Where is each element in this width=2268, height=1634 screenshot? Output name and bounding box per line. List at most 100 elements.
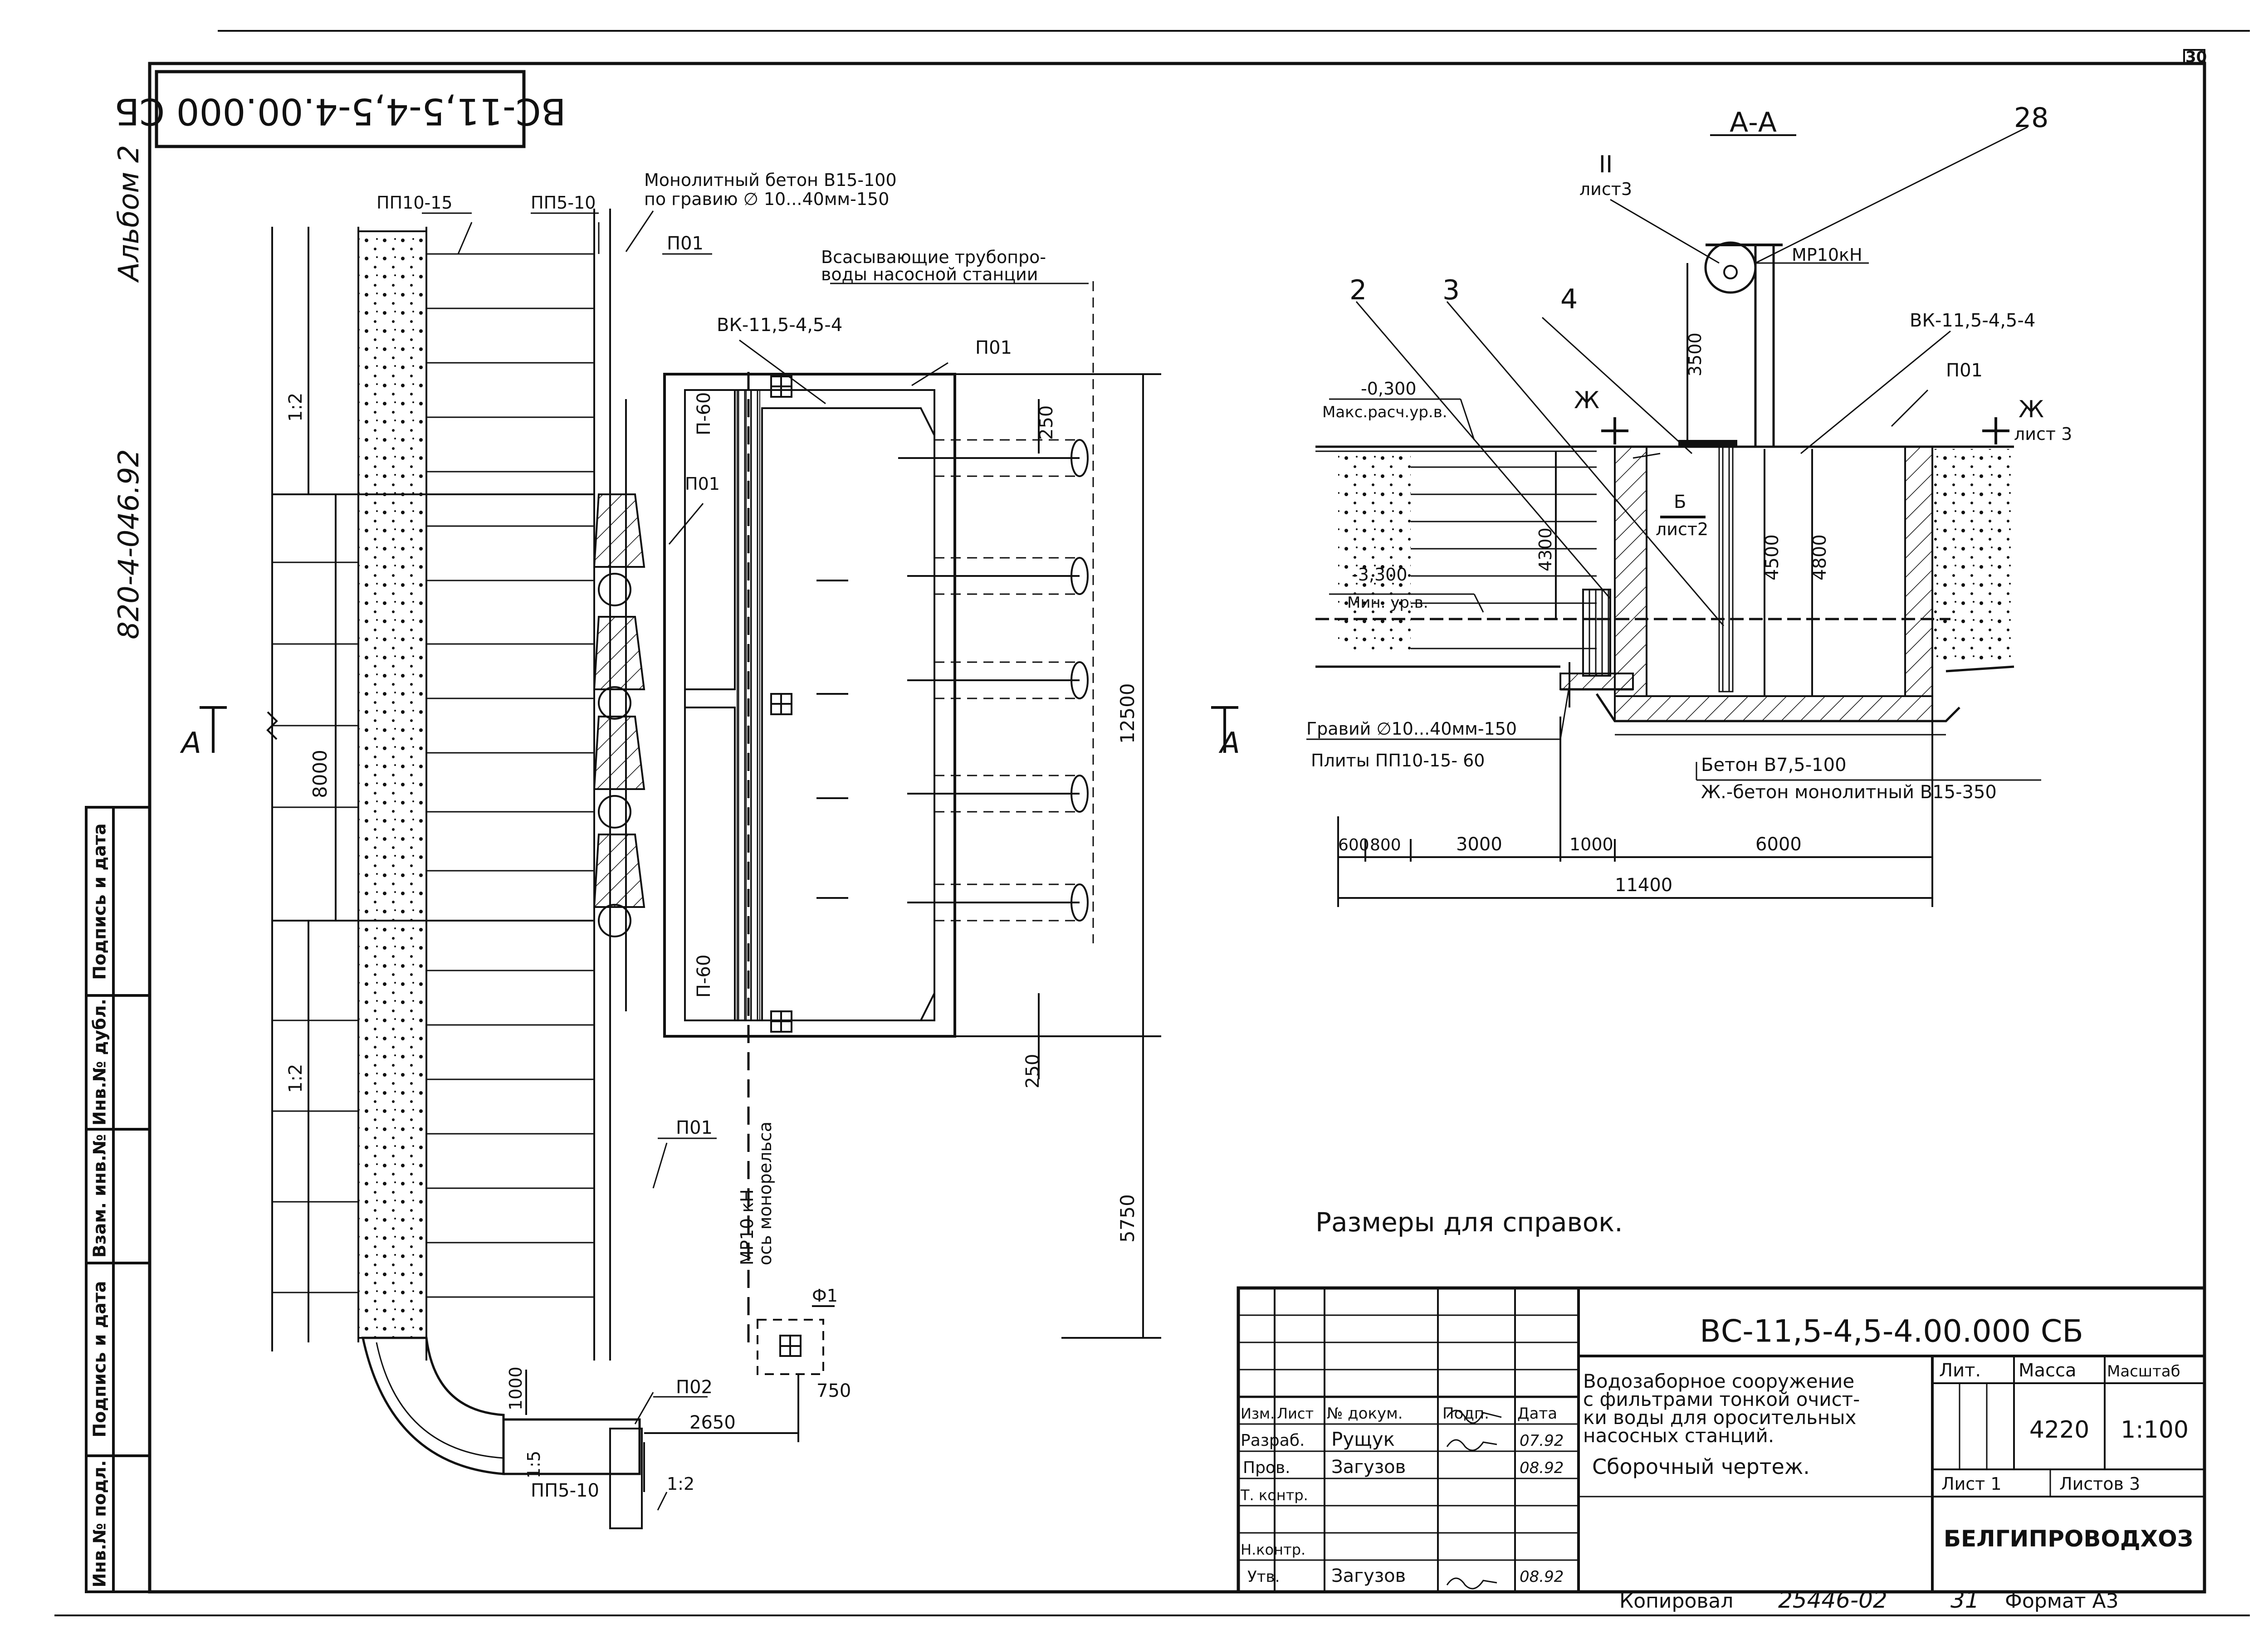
section-dim-3000: 3000 <box>1456 834 1502 855</box>
reference-note: Размеры для справок. <box>1315 1207 1623 1238</box>
album-label: Альбом 2 <box>112 145 145 283</box>
side-col-inv-dubl: Инв.№ дубл. <box>90 999 110 1126</box>
section-zh-right: Ж <box>2019 396 2044 423</box>
section-zh-left: Ж <box>1574 387 1599 414</box>
tb-name-3: ки воды для оросительных <box>1583 1406 1856 1429</box>
stamp-box: ВС-11,5-4,5-4.00.000 СБ <box>114 70 566 148</box>
section-level-max-value: -0,300 <box>1361 379 1417 399</box>
side-col-sign-date-1: Подпись и дата <box>90 823 110 980</box>
tb-name-1: Водозаборное сооружение <box>1583 1370 1854 1392</box>
section-dim-4300: 4300 <box>1535 527 1555 571</box>
section-level-min-value: -3,300 <box>1352 565 1408 585</box>
monorail-post <box>1754 244 1775 448</box>
section-level-max-label: Макс.расч.ур.в. <box>1322 403 1447 421</box>
tb-date-3: 08.92 <box>1520 1568 1564 1586</box>
copy-number: 25446-02 <box>1778 1587 1887 1613</box>
plan-label-p01-bottom: П01 <box>676 1117 713 1138</box>
plan-label-monolith-2: по гравию ∅ 10...40мм-150 <box>644 189 889 209</box>
suction-pipes <box>898 457 1080 903</box>
section-title: А-А <box>1730 107 1777 138</box>
plan-slope-right: 1:2 <box>667 1474 694 1494</box>
tb-name-rushchuk: Рущук <box>1331 1428 1395 1450</box>
plan-label-pp5-10-bottom: ПП5-10 <box>531 1480 599 1501</box>
tb-sheet-label: Лист 1 <box>1941 1474 2002 1494</box>
soil-left <box>1338 451 1411 651</box>
tb-date-2: 08.92 <box>1520 1459 1564 1477</box>
tb-mass-label: Масса <box>2019 1360 2077 1381</box>
side-col-sign-date-2: Подпись и дата <box>90 1281 110 1437</box>
plan-dim-750: 750 <box>816 1380 851 1401</box>
plan-label-f1: Ф1 <box>812 1286 838 1306</box>
side-stamp-columns <box>85 806 151 1593</box>
inner-shaft <box>1718 446 1734 693</box>
section-leaders <box>1306 126 2041 781</box>
chamber-outline <box>761 407 935 1021</box>
section-zh-sheet: лист 3 <box>2014 424 2072 444</box>
plan-slope-bottom: 1:2 <box>285 1064 306 1093</box>
project-code: 820-4-046.92 <box>112 449 145 639</box>
section-callout-28: 28 <box>2014 102 2048 134</box>
section-callout-3: 3 <box>1442 274 1460 306</box>
plan-label-p01-mid: П01 <box>975 337 1012 358</box>
plan-section-mark-right: А <box>1218 727 1240 760</box>
soil-right <box>1932 449 2014 662</box>
section-cut-marks <box>200 706 1238 753</box>
tb-name-4: насосных станций. <box>1583 1424 1774 1447</box>
tb-name-zaguzov-1: Загузов <box>1331 1457 1406 1478</box>
tb-org: БЕЛГИПРОВОДХОЗ <box>1944 1526 2193 1552</box>
plan-leaders <box>422 210 1089 1511</box>
tb-row-tkontr: Т. контр. <box>1240 1487 1308 1504</box>
copied-label: Копировал <box>1619 1590 1733 1613</box>
plan-slope-pipe: 1:5 <box>524 1451 544 1478</box>
plan-label-monolith-1: Монолитный бетон В15-100 <box>644 170 897 190</box>
tb-hdr-date: Дата <box>1517 1405 1557 1423</box>
plan-label-pp5-10-top: ПП5-10 <box>531 193 596 213</box>
pipe-bend-inner <box>376 1342 504 1459</box>
plan-label-suction-2: воды насосной станции <box>821 264 1038 284</box>
section-zh-markers <box>1601 417 2009 518</box>
hatch-cover <box>1678 440 1737 447</box>
tb-scale-label: Масштаб <box>2107 1362 2180 1380</box>
tb-mass: 4220 <box>2029 1416 2089 1444</box>
plan-dim-1000: 1000 <box>506 1366 526 1410</box>
intake-screens <box>593 493 645 908</box>
chamber-wall-left <box>1614 446 1647 697</box>
plan-dim-12500: 12500 <box>1116 683 1139 744</box>
hoist-hook <box>1723 265 1738 279</box>
tb-row-utv: Утв. <box>1247 1568 1280 1586</box>
screen-connectors <box>598 573 631 937</box>
plan-label-suction-1: Всасывающие трубопро- <box>821 247 1046 267</box>
section-b-mark: Б <box>1674 492 1686 512</box>
filter-strip <box>737 390 747 1021</box>
plan-label-pp10-15: ПП10-15 <box>376 193 453 213</box>
gravel-strip <box>357 230 427 1339</box>
chamber-floor <box>1614 695 1933 722</box>
tb-designation: ВС-11,5-4,5-4.00.000 СБ <box>1700 1314 2083 1350</box>
filter-panel-bottom <box>684 707 736 1021</box>
page-number: 30 <box>2185 48 2207 66</box>
section-label-gravel: Гравий ∅10...40мм-150 <box>1306 719 1517 739</box>
tb-name-2: с фильтрами тонкой очист- <box>1583 1388 1860 1410</box>
plan-label-p02: П02 <box>676 1377 713 1398</box>
side-col-inv-podl: Инв.№ подл. <box>90 1460 110 1588</box>
plan-slope-top: 1:2 <box>285 393 306 422</box>
hoist-circle <box>1704 241 1757 294</box>
slope-lines <box>271 209 627 1361</box>
section-dim-600: 600 <box>1338 836 1369 854</box>
pipe-bend <box>361 1336 505 1475</box>
tb-date-1: 07.92 <box>1520 1432 1564 1450</box>
section-ref-sheet3: лист3 <box>1579 179 1632 199</box>
filter-panel-top <box>684 389 736 690</box>
suction-pipes-dashed <box>934 281 1094 943</box>
tb-sheets-label: Листов 3 <box>2059 1474 2140 1494</box>
section-callout-2: 2 <box>1349 274 1367 306</box>
section-dim-4800: 4800 <box>1809 534 1830 580</box>
grate-squares <box>770 376 792 1033</box>
well-outer <box>663 373 956 1038</box>
tb-hdr-sign: Подп. <box>1442 1405 1489 1423</box>
intake-screen-block <box>1582 589 1611 677</box>
tb-hdr-izm: Изм. <box>1241 1405 1275 1422</box>
outlet-channel <box>502 1418 641 1475</box>
plan-label-p01-inner: П01 <box>685 474 720 494</box>
chamber-wall-right <box>1904 446 1933 697</box>
